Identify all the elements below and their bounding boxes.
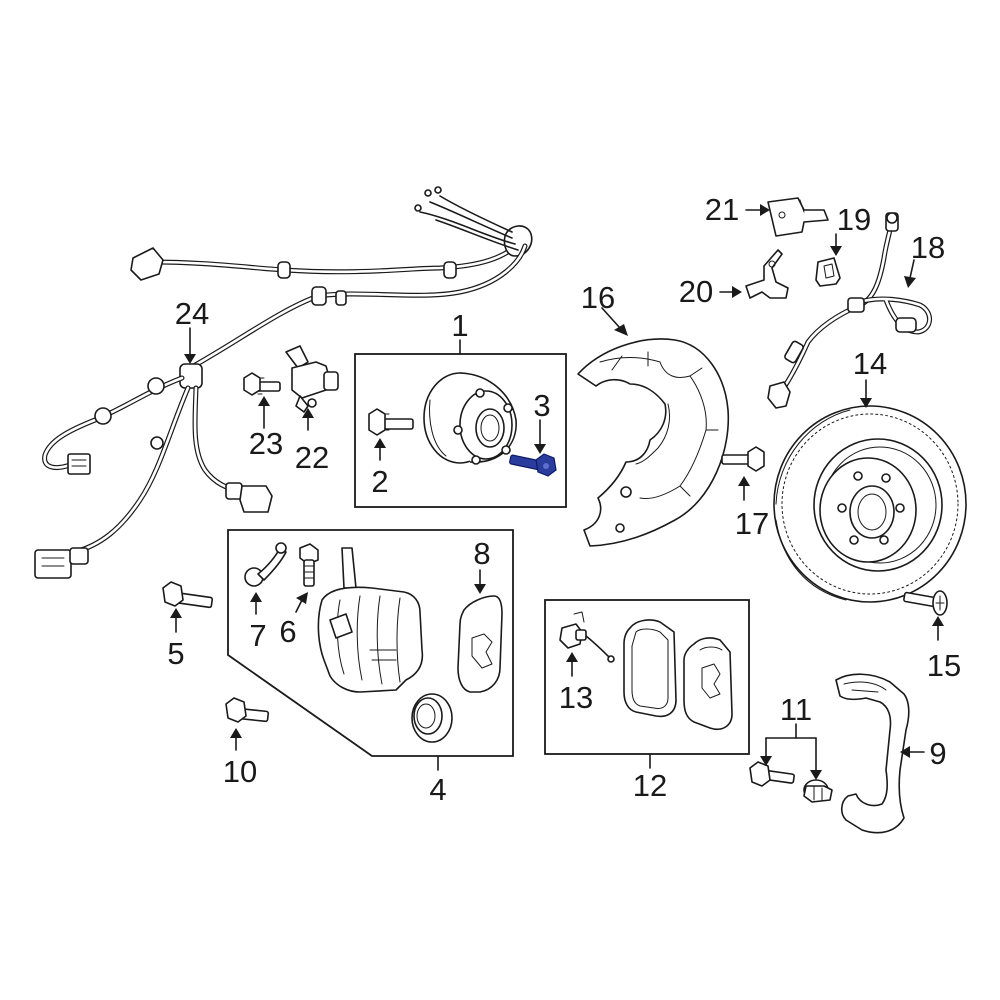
part-12-brake-pads bbox=[623, 619, 733, 730]
part-7-cap bbox=[244, 542, 287, 587]
callout-20: 20 bbox=[679, 274, 713, 309]
part-20-bracket bbox=[745, 249, 789, 299]
connector-plug-lower bbox=[34, 549, 72, 579]
connector-plug-left bbox=[67, 453, 91, 475]
callout-9: 9 bbox=[929, 736, 946, 771]
callout-16: 16 bbox=[581, 280, 615, 315]
callout-18: 18 bbox=[911, 230, 945, 265]
caliper-assembly-box bbox=[227, 529, 514, 757]
part-13-wear-sensor bbox=[559, 611, 615, 663]
callout-4: 4 bbox=[429, 772, 446, 807]
part-3-bolt-highlighted bbox=[509, 453, 557, 477]
callout-24: 24 bbox=[175, 296, 209, 331]
connector-plug-right bbox=[239, 485, 273, 513]
callout-1: 1 bbox=[451, 308, 468, 343]
part-22-sensor bbox=[285, 345, 339, 413]
part-17-bolt bbox=[721, 446, 765, 472]
callout-15: 15 bbox=[927, 648, 961, 683]
part-15-screw bbox=[903, 590, 948, 616]
callout-10: 10 bbox=[223, 754, 257, 789]
part-23-bolt bbox=[243, 372, 281, 396]
callout-11: 11 bbox=[780, 692, 812, 727]
leader-lines bbox=[170, 204, 944, 780]
callout-14: 14 bbox=[853, 346, 887, 381]
part-11-boot bbox=[803, 779, 833, 803]
callout-23: 23 bbox=[249, 426, 283, 461]
callout-6: 6 bbox=[279, 614, 296, 649]
callout-3: 3 bbox=[533, 388, 550, 423]
callout-7: 7 bbox=[249, 618, 266, 653]
callout-13: 13 bbox=[559, 680, 593, 715]
part-21-bracket bbox=[767, 197, 829, 237]
callout-labels: 1 2 3 4 5 6 7 8 9 10 11 12 13 14 15 16 1… bbox=[167, 192, 961, 807]
callout-8: 8 bbox=[473, 536, 490, 571]
part-2-bolt bbox=[368, 408, 414, 436]
part-11-guide-pin bbox=[749, 761, 795, 787]
part-14-brake-rotor bbox=[773, 405, 967, 603]
part-18-brake-hose bbox=[767, 212, 932, 409]
part-16-dust-shield bbox=[577, 338, 730, 547]
part-6-bleeder-screw bbox=[299, 543, 319, 587]
callout-21: 21 bbox=[705, 192, 739, 227]
callout-17: 17 bbox=[735, 506, 769, 541]
connector-plug-upper bbox=[130, 247, 164, 281]
callout-5: 5 bbox=[167, 636, 184, 671]
part-4-caliper bbox=[317, 547, 424, 693]
part-8-shim bbox=[457, 595, 503, 693]
part-4-piston bbox=[411, 693, 453, 743]
callout-12: 12 bbox=[633, 768, 667, 803]
wiring-harness bbox=[34, 186, 533, 579]
callout-19: 19 bbox=[837, 202, 871, 237]
pad-kit-box bbox=[544, 599, 750, 755]
callout-2: 2 bbox=[371, 464, 388, 499]
part-5-bolt bbox=[162, 581, 214, 609]
part-19-clip bbox=[815, 257, 841, 287]
part-9-carrier bbox=[835, 673, 910, 834]
harness-junction bbox=[179, 363, 203, 389]
part-10-bolt bbox=[225, 697, 270, 723]
part-1-hub-bearing bbox=[423, 372, 517, 465]
callout-22: 22 bbox=[295, 440, 329, 475]
